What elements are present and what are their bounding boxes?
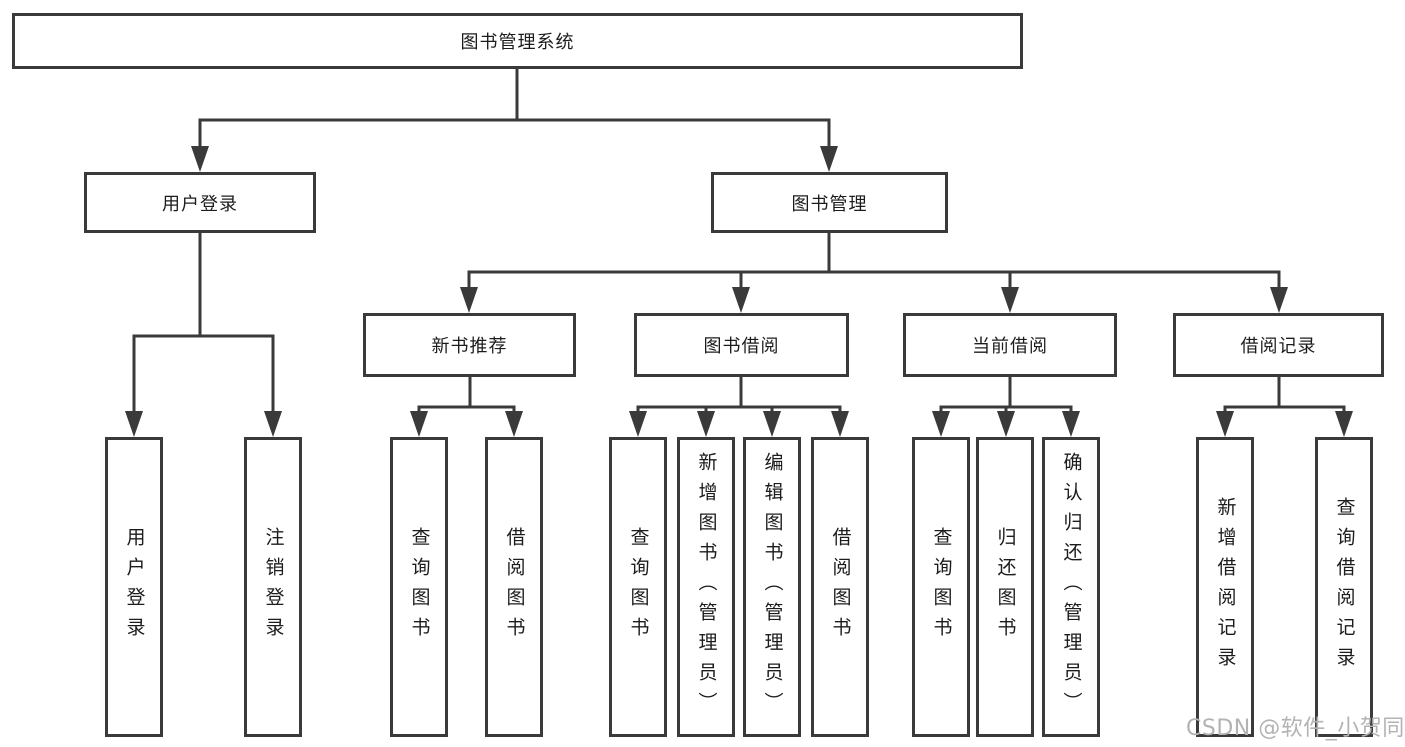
node-leaf-logout-label: 注销登录 xyxy=(262,527,285,647)
node-leaf-cb-confirm-return-label: 确认归还（管理员） xyxy=(1060,452,1083,722)
node-user-login: 用户登录 xyxy=(84,172,316,233)
node-leaf-cb-query-books-label: 查询图书 xyxy=(930,527,953,647)
node-leaf-br-query-record: 查询借阅记录 xyxy=(1315,437,1373,737)
node-leaf-user-login-label: 用户登录 xyxy=(123,527,146,647)
node-leaf-rec-query-books: 查询图书 xyxy=(390,437,448,737)
node-root-label: 图书管理系统 xyxy=(460,32,575,53)
node-leaf-bb-borrow-books-label: 借阅图书 xyxy=(829,527,852,647)
node-leaf-bb-query-books: 查询图书 xyxy=(609,437,667,737)
node-leaf-cb-return-books: 归还图书 xyxy=(976,437,1034,737)
node-leaf-bb-query-books-label: 查询图书 xyxy=(627,527,650,647)
node-leaf-br-add-record-label: 新增借阅记录 xyxy=(1214,497,1237,677)
node-leaf-bb-borrow-books: 借阅图书 xyxy=(811,437,869,737)
node-leaf-bb-add-books-label: 新增图书（管理员） xyxy=(695,452,718,722)
node-current-borrow-label: 当前借阅 xyxy=(972,336,1048,357)
csdn-watermark: CSDN @软件_小贺同学 xyxy=(1186,716,1405,741)
node-new-book-recommend-label: 新书推荐 xyxy=(431,336,508,357)
node-leaf-br-query-record-label: 查询借阅记录 xyxy=(1333,497,1356,677)
node-leaf-logout: 注销登录 xyxy=(244,437,302,737)
node-leaf-cb-return-books-label: 归还图书 xyxy=(994,527,1017,647)
node-new-book-recommend: 新书推荐 xyxy=(363,313,576,377)
node-book-borrow: 图书借阅 xyxy=(634,313,849,377)
node-leaf-bb-edit-books-label: 编辑图书（管理员） xyxy=(761,452,784,722)
node-leaf-rec-borrow-books: 借阅图书 xyxy=(485,437,543,737)
node-root: 图书管理系统 xyxy=(12,13,1023,69)
node-book-management: 图书管理 xyxy=(711,172,948,233)
node-borrow-records: 借阅记录 xyxy=(1173,313,1384,377)
node-borrow-records-label: 借阅记录 xyxy=(1240,336,1317,357)
node-leaf-cb-confirm-return: 确认归还（管理员） xyxy=(1042,437,1100,737)
node-leaf-bb-add-books: 新增图书（管理员） xyxy=(677,437,735,737)
node-leaf-user-login: 用户登录 xyxy=(105,437,163,737)
node-leaf-bb-edit-books: 编辑图书（管理员） xyxy=(743,437,801,737)
node-book-management-label: 图书管理 xyxy=(791,193,868,215)
node-book-borrow-label: 图书借阅 xyxy=(703,336,780,357)
node-current-borrow: 当前借阅 xyxy=(903,313,1117,377)
node-leaf-br-add-record: 新增借阅记录 xyxy=(1196,437,1254,737)
node-user-login-label: 用户登录 xyxy=(162,193,238,215)
node-leaf-rec-borrow-books-label: 借阅图书 xyxy=(503,527,526,647)
node-leaf-cb-query-books: 查询图书 xyxy=(912,437,970,737)
node-leaf-rec-query-books-label: 查询图书 xyxy=(408,527,431,647)
